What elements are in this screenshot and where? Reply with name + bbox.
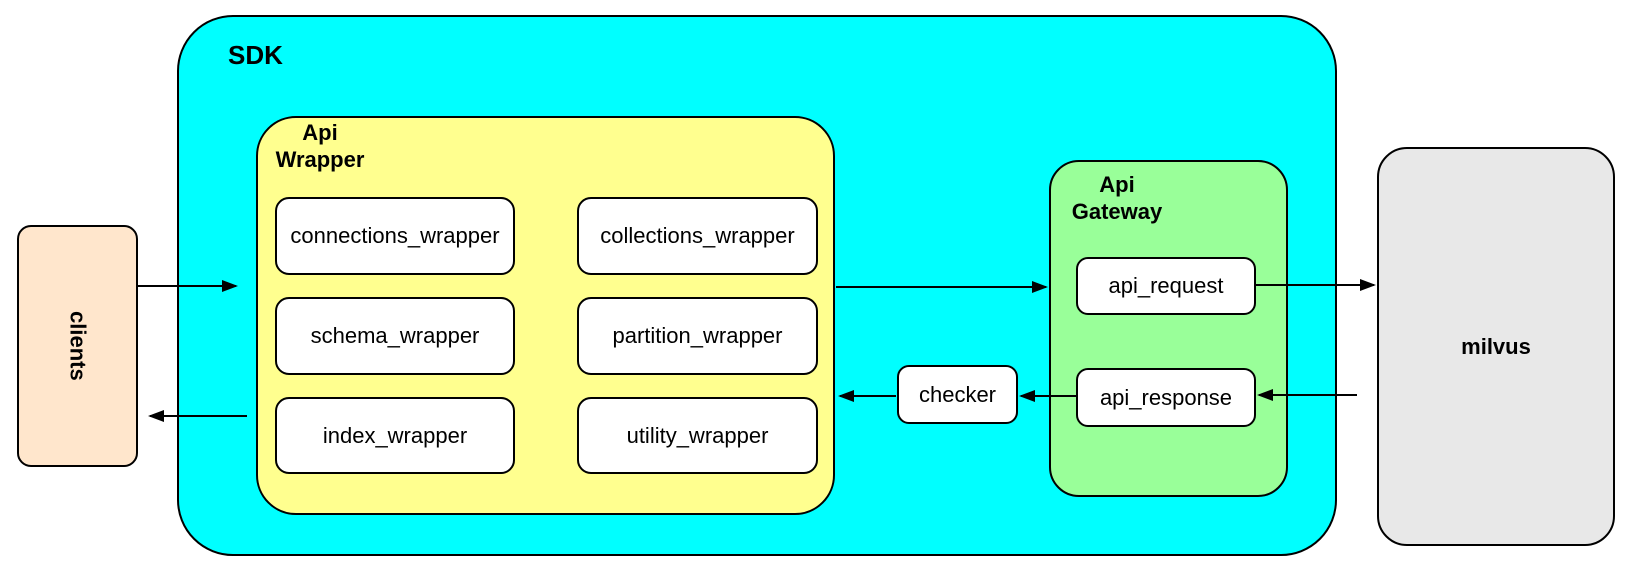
index-wrapper-box: index_wrapper — [275, 397, 515, 474]
api-request-box: api_request — [1076, 257, 1256, 315]
api-response-box: api_response — [1076, 368, 1256, 427]
api-gateway-label-line1: Api — [1099, 172, 1135, 197]
partition-wrapper-box: partition_wrapper — [577, 297, 818, 375]
schema-wrapper-box: schema_wrapper — [275, 297, 515, 375]
api-gateway-label-line2: Gateway — [1071, 199, 1163, 224]
clients-box: clients — [17, 225, 138, 467]
clients-label: clients — [65, 311, 91, 381]
checker-box: checker — [897, 365, 1018, 424]
collections-wrapper-box: collections_wrapper — [577, 197, 818, 275]
api-wrapper-label-line2: Wrapper — [275, 147, 365, 172]
api-wrapper-label-line1: Api — [302, 120, 338, 145]
milvus-box: milvus — [1377, 147, 1615, 546]
sdk-label: SDK — [228, 40, 283, 70]
utility-wrapper-box: utility_wrapper — [577, 397, 818, 474]
api-gateway-container — [1049, 160, 1288, 497]
connections-wrapper-box: connections_wrapper — [275, 197, 515, 275]
